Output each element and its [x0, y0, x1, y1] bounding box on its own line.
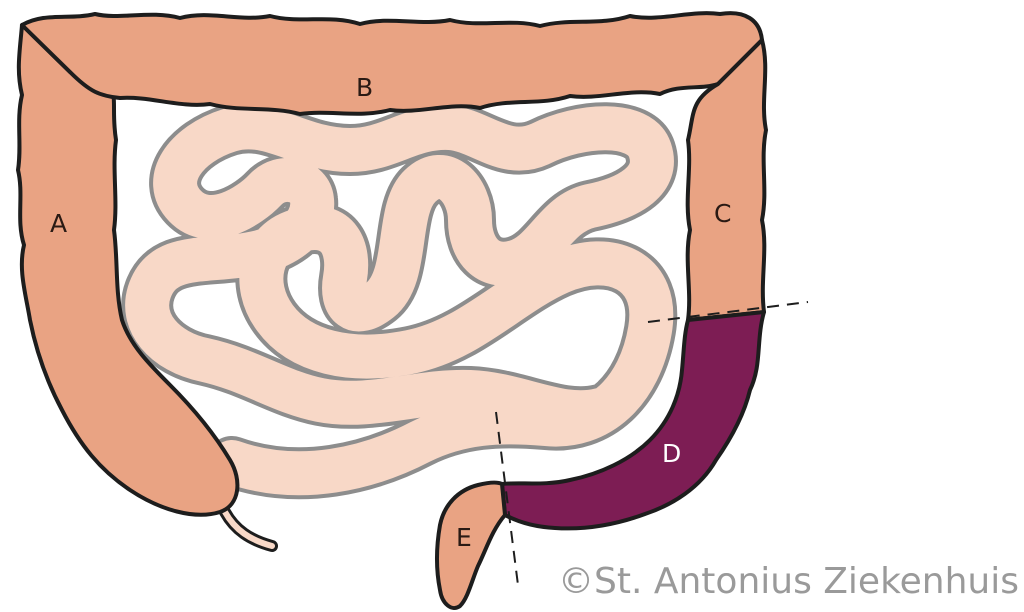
- label-c: C: [714, 199, 731, 228]
- small-intestine: [147, 127, 652, 473]
- label-a: A: [50, 209, 67, 238]
- label-b: B: [356, 73, 373, 102]
- appendix: [225, 512, 272, 546]
- label-e: E: [456, 523, 472, 552]
- label-d: D: [662, 439, 681, 468]
- colon-segment-b: [22, 13, 762, 114]
- copyright-credit: ©St. Antonius Ziekenhuis: [558, 560, 1019, 604]
